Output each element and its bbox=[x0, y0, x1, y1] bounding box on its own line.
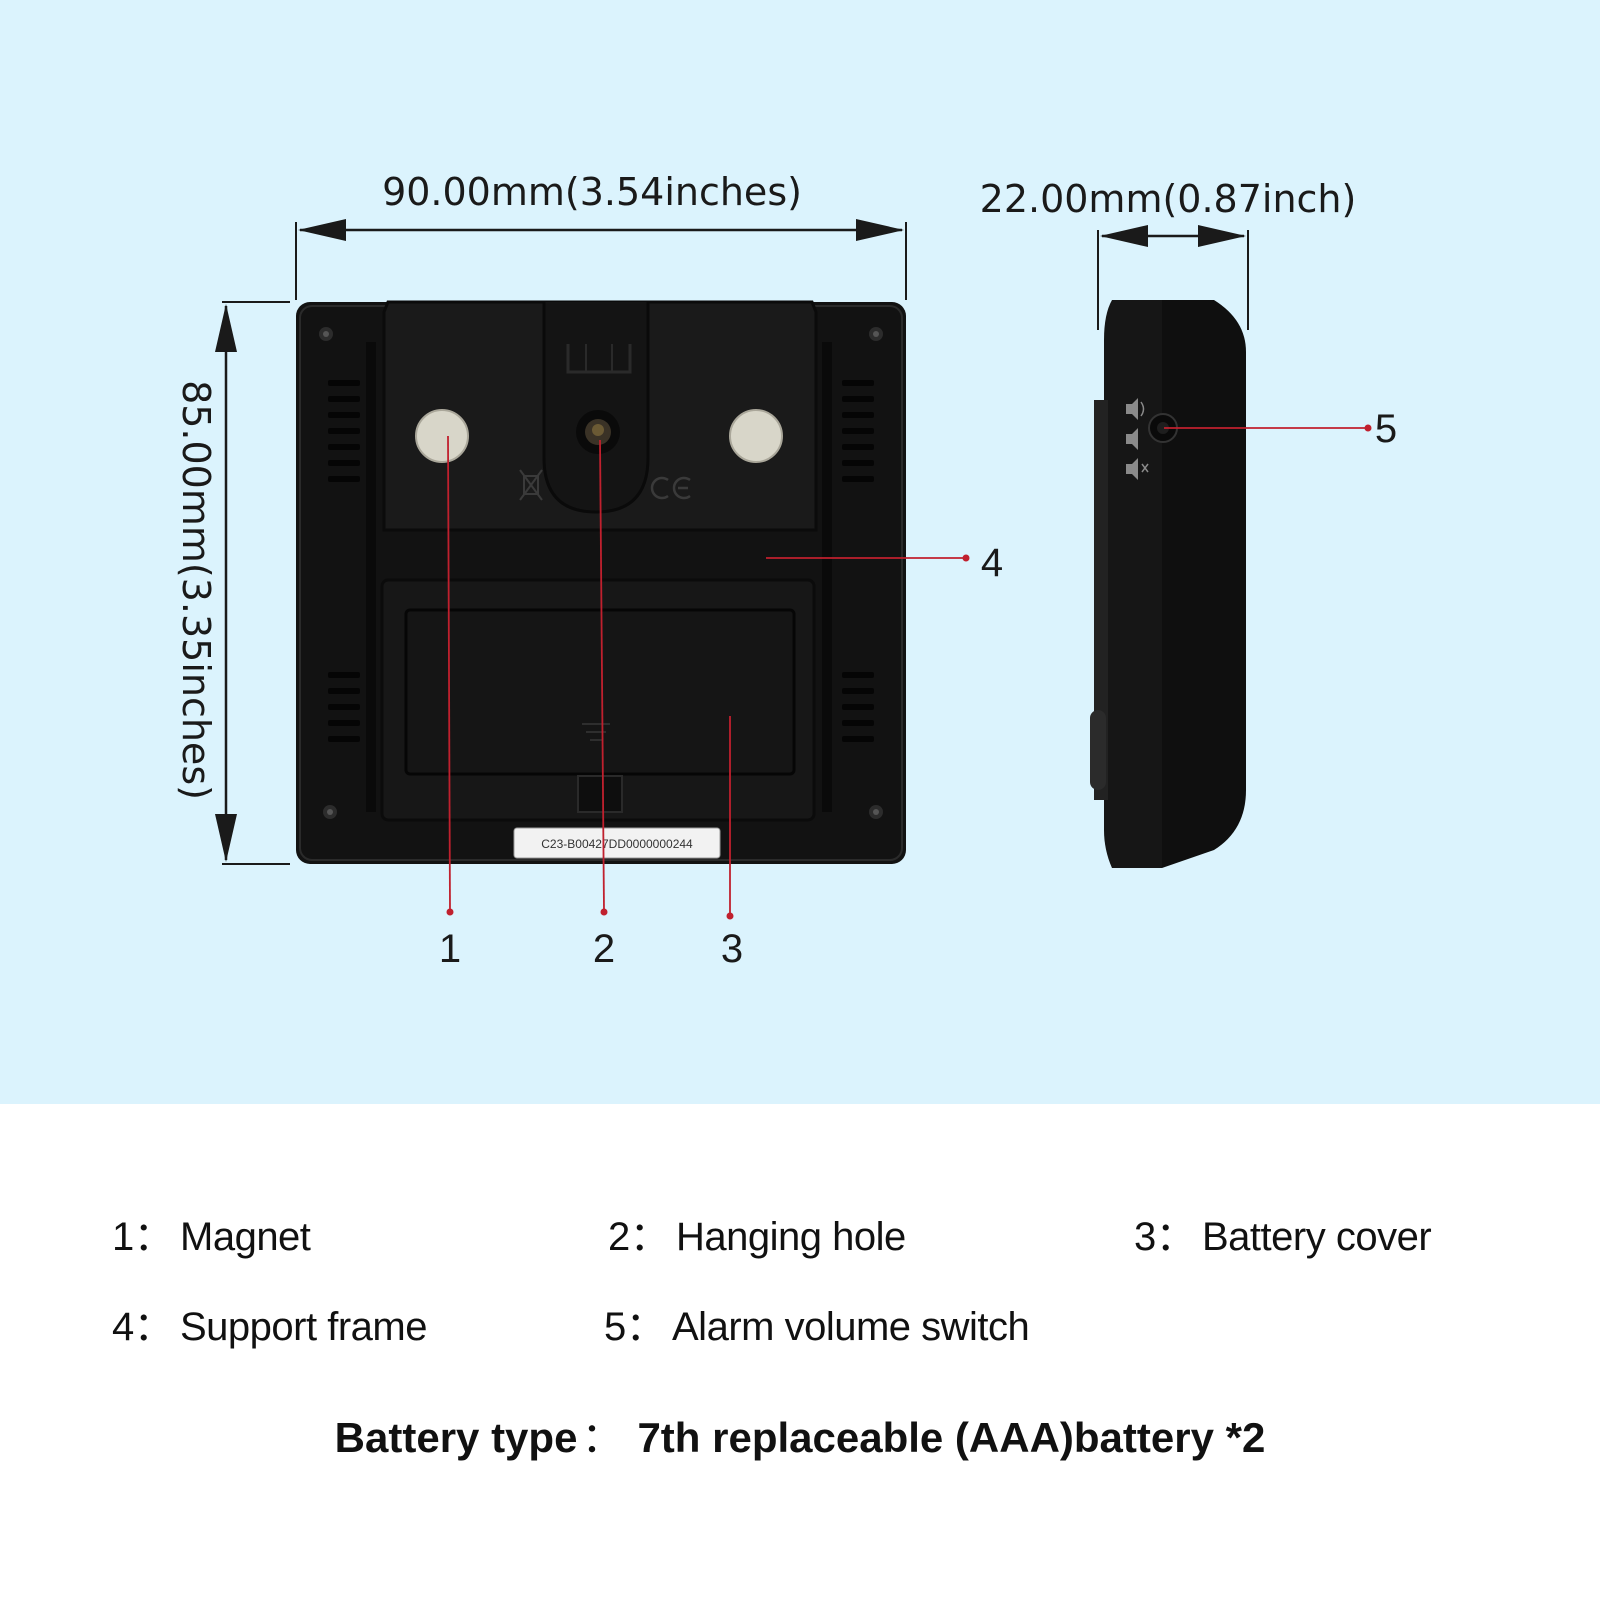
height-label: 85.00mm(3.35inches) bbox=[174, 380, 218, 800]
callout-2: 2 bbox=[593, 927, 615, 971]
ce-mark-icon bbox=[650, 476, 691, 500]
legend-text: Support frame bbox=[180, 1305, 427, 1349]
width-label: 90.00mm(3.54inches) bbox=[382, 170, 802, 214]
legend-number: 4： bbox=[112, 1305, 174, 1349]
support-frame-rail bbox=[366, 342, 376, 812]
battery-cover bbox=[404, 608, 796, 776]
legend-item-magnet: 1：Magnet bbox=[112, 1204, 311, 1262]
battery-type-value: 7th replaceable (AAA)battery *2 bbox=[637, 1414, 1266, 1461]
legend-text: Alarm volume switch bbox=[672, 1305, 1030, 1349]
legend-number: 2： bbox=[608, 1215, 670, 1259]
diagram-area: 90.00mm(3.54inches) 85.00mm(3.35inches) … bbox=[0, 0, 1600, 1104]
legend-number: 3： bbox=[1134, 1215, 1196, 1259]
depth-dimension: 22.00mm(0.87inch) bbox=[980, 177, 1357, 330]
legend-item-battery-cover: 3：Battery cover bbox=[1134, 1204, 1432, 1262]
vent-slots bbox=[328, 380, 874, 742]
device-back-view: C23-B00427DD0000000244 bbox=[296, 300, 906, 864]
serial-number: C23-B00427DD0000000244 bbox=[541, 837, 693, 851]
volume-switch-icon bbox=[1148, 413, 1178, 443]
legend-item-hanging-hole: 2：Hanging hole bbox=[608, 1204, 906, 1262]
hanging-hole-icon bbox=[576, 410, 620, 454]
callout-1: 1 bbox=[439, 927, 461, 971]
battery-type-separator: ： bbox=[581, 1414, 624, 1461]
legend-text: Magnet bbox=[180, 1215, 311, 1259]
legend-item-support-frame: 4：Support frame bbox=[112, 1294, 427, 1352]
legend-number: 1： bbox=[112, 1215, 174, 1259]
speaker-loud-icon bbox=[1126, 398, 1145, 420]
callout-3: 3 bbox=[721, 927, 743, 971]
recycle-bin-icon bbox=[519, 469, 543, 501]
legend-number: 5： bbox=[604, 1305, 666, 1349]
serial-sticker bbox=[513, 827, 721, 859]
callout-4: 4 bbox=[981, 541, 1003, 585]
callout-5: 5 bbox=[1375, 407, 1397, 451]
legend: 1：Magnet 2：Hanging hole 3：Battery cover … bbox=[0, 1104, 1600, 1600]
legend-text: Hanging hole bbox=[676, 1215, 906, 1259]
depth-label: 22.00mm(0.87inch) bbox=[980, 177, 1357, 221]
callout-lines bbox=[446, 424, 1372, 920]
legend-item-alarm-volume-switch: 5：Alarm volume switch bbox=[604, 1294, 1030, 1352]
screw-icon bbox=[319, 327, 883, 819]
battery-type-label: Battery type bbox=[334, 1414, 578, 1461]
support-frame-rail bbox=[822, 342, 832, 812]
speaker-mute-icon bbox=[1126, 458, 1149, 480]
device-side-view bbox=[1090, 300, 1246, 868]
product-diagram: 90.00mm(3.54inches) 85.00mm(3.35inches) … bbox=[174, 170, 1397, 971]
battery-type-line: Battery type： 7th replaceable (AAA)batter… bbox=[0, 1404, 1600, 1465]
legend-text: Battery cover bbox=[1202, 1215, 1432, 1259]
height-dimension: 85.00mm(3.35inches) bbox=[174, 301, 290, 865]
width-dimension: 90.00mm(3.54inches) bbox=[295, 170, 907, 300]
speaker-low-icon bbox=[1126, 428, 1138, 450]
magnet-icon bbox=[415, 409, 783, 463]
